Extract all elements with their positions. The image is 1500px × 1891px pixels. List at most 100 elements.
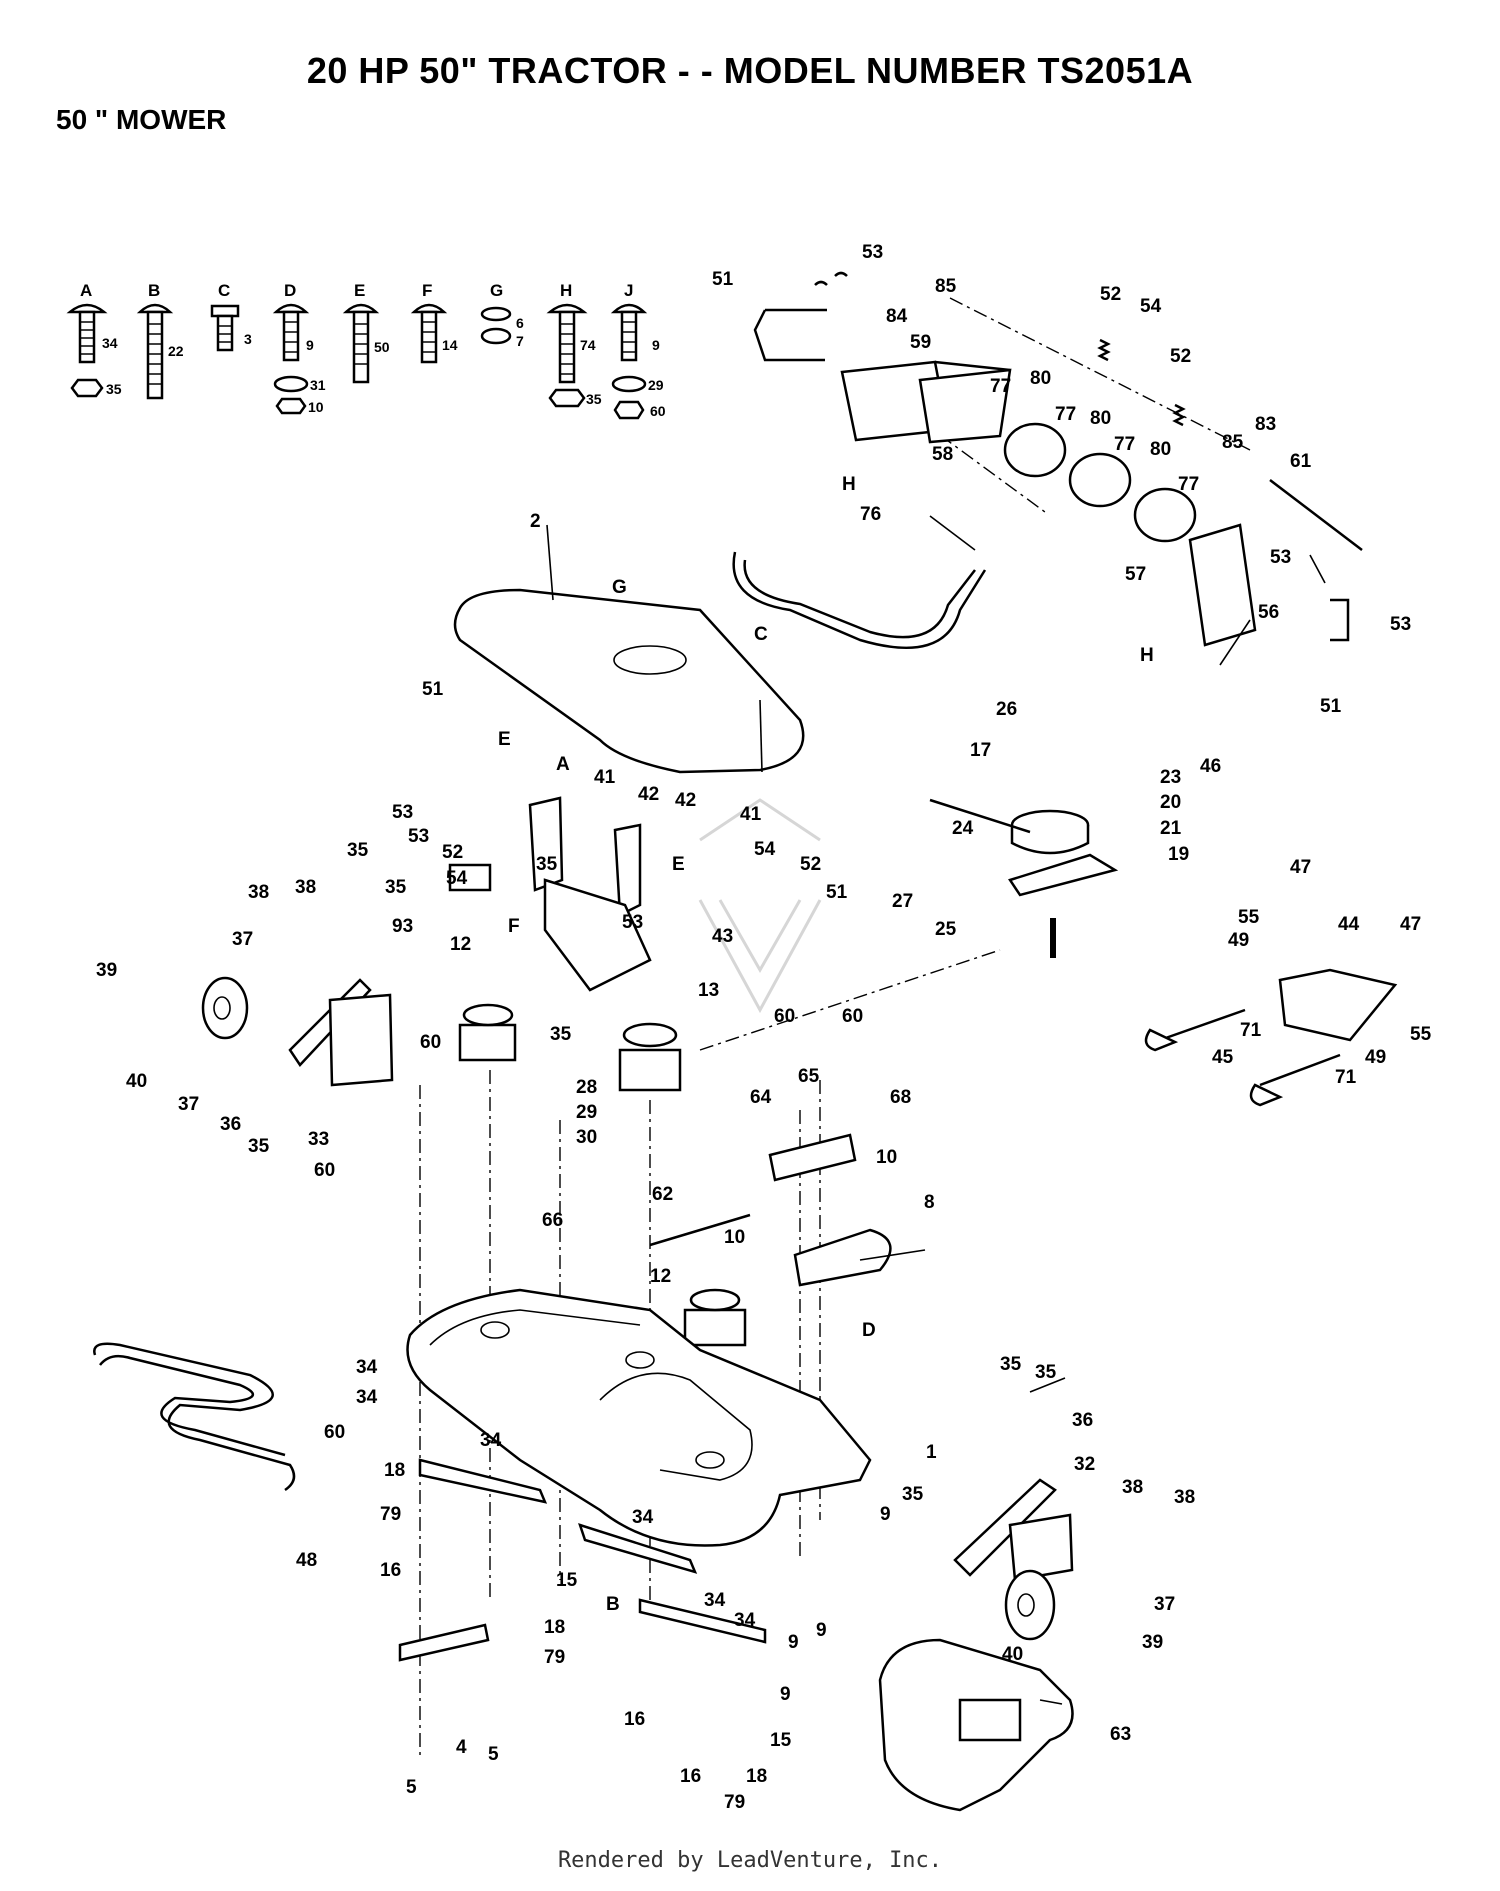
page-subtitle: 50 " MOWER xyxy=(56,104,227,135)
washer-icon xyxy=(480,306,512,345)
callout-38: 38 xyxy=(1174,1487,1195,1508)
callout-83: 83 xyxy=(1255,414,1276,435)
callout-43: 43 xyxy=(712,926,733,947)
callout-93: 93 xyxy=(392,916,413,937)
callout-53: 53 xyxy=(1270,547,1291,568)
callout-E: E xyxy=(672,854,685,875)
callout-28: 28 xyxy=(576,1077,597,1098)
callout-79: 79 xyxy=(724,1792,745,1813)
callout-44: 44 xyxy=(1338,914,1360,935)
callout-46: 46 xyxy=(1200,756,1221,777)
callout-35: 35 xyxy=(902,1484,924,1505)
bolt-icon xyxy=(410,303,448,364)
callout-G: G xyxy=(612,577,627,598)
callout-60: 60 xyxy=(774,1006,795,1027)
callout-80: 80 xyxy=(1150,439,1171,460)
callout-21: 21 xyxy=(1160,818,1182,839)
callout-54: 54 xyxy=(446,868,468,889)
callout-33: 33 xyxy=(308,1129,329,1150)
mandrel-brackets xyxy=(448,796,652,992)
key-letter: D xyxy=(284,281,296,300)
callout-59: 59 xyxy=(910,332,931,353)
spindle-assemblies xyxy=(458,1003,747,1347)
callout-61: 61 xyxy=(1290,451,1312,472)
callout-54: 54 xyxy=(754,839,776,860)
bolt-icon xyxy=(546,303,588,408)
blades xyxy=(398,1458,767,1662)
callout-9: 9 xyxy=(780,1684,791,1705)
callout-54: 54 xyxy=(1140,296,1162,317)
callout-77: 77 xyxy=(990,376,1011,397)
callout-58: 58 xyxy=(932,444,953,465)
callout-20: 20 xyxy=(1160,792,1181,813)
height-adjuster xyxy=(649,1133,892,1287)
callout-51: 51 xyxy=(712,269,734,290)
bolt-icon xyxy=(342,303,380,384)
key-part: 9 xyxy=(652,337,660,353)
callout-34: 34 xyxy=(704,1590,726,1611)
callout-D: D xyxy=(862,1320,876,1341)
callout-10: 10 xyxy=(724,1227,745,1248)
callout-34: 34 xyxy=(734,1610,756,1631)
bolt-icon xyxy=(610,303,648,420)
callout-42: 42 xyxy=(638,784,659,805)
key-part: 35 xyxy=(106,381,122,397)
key-part: 31 xyxy=(310,377,326,393)
callout-39: 39 xyxy=(96,960,117,981)
key-part: 3 xyxy=(244,331,252,347)
callout-63: 63 xyxy=(1110,1724,1131,1745)
callout-45: 45 xyxy=(1212,1047,1234,1068)
callout-77: 77 xyxy=(1114,434,1135,455)
key-part: 14 xyxy=(442,337,458,353)
gauge-wheel-right xyxy=(953,1478,1074,1641)
page-title: 20 HP 50" TRACTOR - - MODEL NUMBER TS205… xyxy=(306,50,1194,91)
callout-35: 35 xyxy=(1035,1362,1057,1383)
callout-84: 84 xyxy=(886,306,908,327)
callout-35: 35 xyxy=(550,1024,572,1045)
key-letter: E xyxy=(354,281,365,300)
callout-41: 41 xyxy=(740,804,762,825)
callout-F: F xyxy=(508,916,520,937)
callout-26: 26 xyxy=(996,699,1017,720)
callout-C: C xyxy=(754,624,768,645)
idler-assembly xyxy=(753,271,1363,647)
callout-85: 85 xyxy=(1222,432,1244,453)
gauge-wheel-left xyxy=(201,976,394,1087)
callout-35: 35 xyxy=(536,854,558,875)
callout-65: 65 xyxy=(798,1066,820,1087)
callout-53: 53 xyxy=(408,826,429,847)
key-letter: G xyxy=(490,281,503,300)
callout-29: 29 xyxy=(576,1102,597,1123)
callout-71: 71 xyxy=(1335,1067,1357,1088)
callout-80: 80 xyxy=(1030,368,1051,389)
callout-79: 79 xyxy=(380,1504,401,1525)
callout-18: 18 xyxy=(544,1617,565,1638)
callout-79: 79 xyxy=(544,1647,565,1668)
watermark-logo xyxy=(698,798,822,1014)
callout-77: 77 xyxy=(1178,474,1199,495)
discharge-chute xyxy=(878,1638,1074,1812)
callout-36: 36 xyxy=(1072,1410,1093,1431)
callout-5: 5 xyxy=(488,1744,499,1765)
callout-H: H xyxy=(1140,645,1154,666)
key-letter: A xyxy=(80,281,92,300)
bolt-icon xyxy=(210,304,240,352)
callout-52: 52 xyxy=(442,842,463,863)
callout-49: 49 xyxy=(1228,930,1249,951)
callout-47: 47 xyxy=(1290,857,1311,878)
callout-19: 19 xyxy=(1168,844,1189,865)
callout-60: 60 xyxy=(420,1032,441,1053)
callout-38: 38 xyxy=(248,882,269,903)
callout-34: 34 xyxy=(356,1387,378,1408)
bolt-icon xyxy=(136,303,174,400)
callout-51: 51 xyxy=(422,679,444,700)
key-part: 9 xyxy=(306,337,314,353)
callout-H: H xyxy=(842,474,856,495)
callout-60: 60 xyxy=(314,1160,335,1181)
callout-37: 37 xyxy=(1154,1594,1175,1615)
callout-13: 13 xyxy=(698,980,719,1001)
callout-68: 68 xyxy=(890,1087,911,1108)
callout-34: 34 xyxy=(356,1357,378,1378)
callout-47: 47 xyxy=(1400,914,1421,935)
